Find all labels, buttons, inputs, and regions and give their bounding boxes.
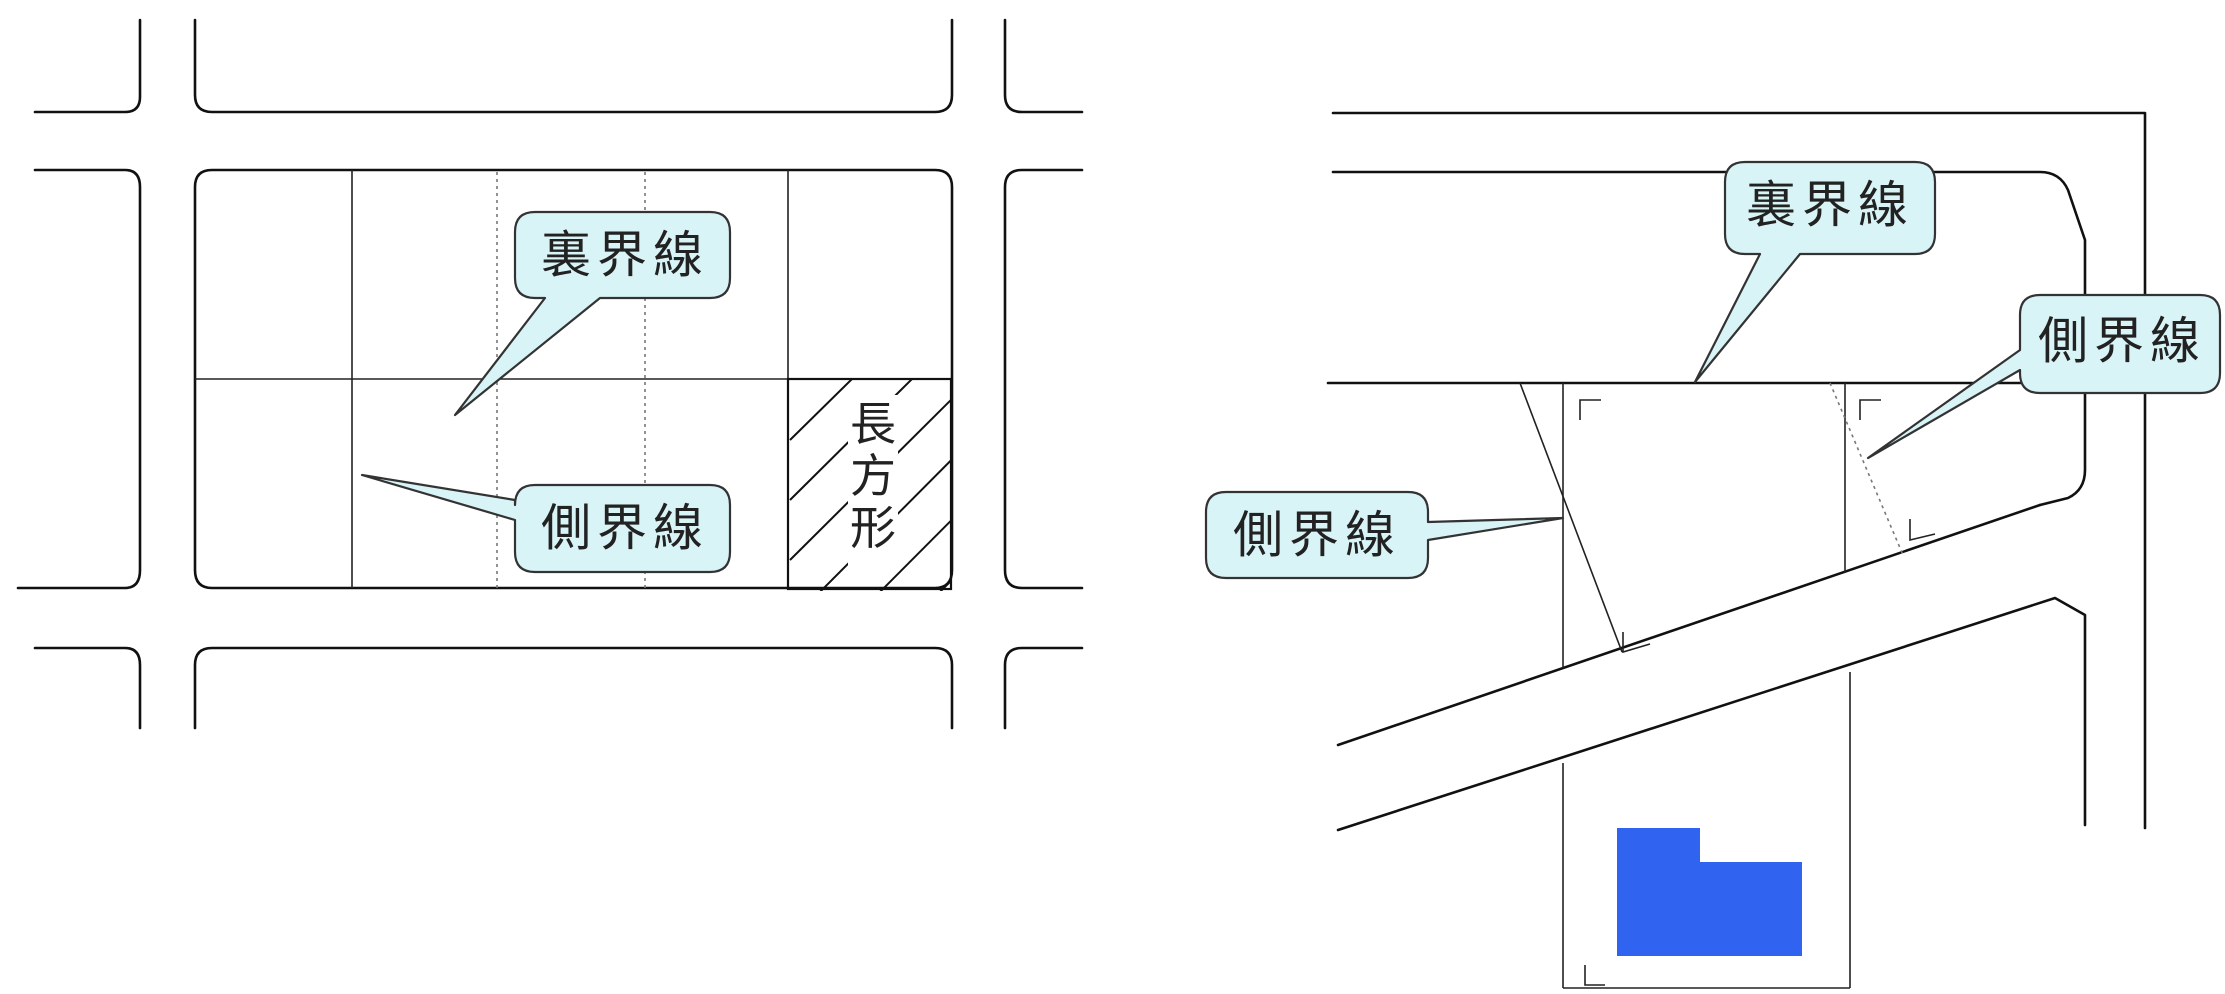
callout-rear-boundary-right: 裏界線 (1693, 160, 1937, 384)
left-panel-street-grid (16, 18, 1084, 730)
callout-side-text-right-a: 側界線 (2038, 312, 2206, 370)
callout-side-boundary-left: 側界線 (360, 473, 732, 574)
rectangular-lot-hatch (789, 379, 951, 591)
callout-side-text-left: 側界線 (541, 499, 709, 557)
callout-side-text-right-b: 側界線 (1233, 506, 1401, 564)
callout-rear-boundary-left: 裏界線 (453, 210, 732, 417)
rectangular-lot-label: 長 方 形 (848, 395, 898, 565)
callout-side-boundary-left-b: 側界線 (1204, 490, 1565, 580)
callout-rear-text-right: 裏界線 (1746, 176, 1914, 234)
callout-rear-text-left: 裏界線 (541, 226, 709, 284)
rect-label-char-2: 方 (850, 449, 896, 503)
rect-label-char-3: 形 (850, 501, 896, 555)
rect-label-char-1: 長 (850, 397, 896, 451)
callout-side-boundary-right: 側界線 (1866, 293, 2222, 460)
right-panel-roads (1326, 111, 2147, 832)
right-panel-lots (1519, 382, 1936, 989)
